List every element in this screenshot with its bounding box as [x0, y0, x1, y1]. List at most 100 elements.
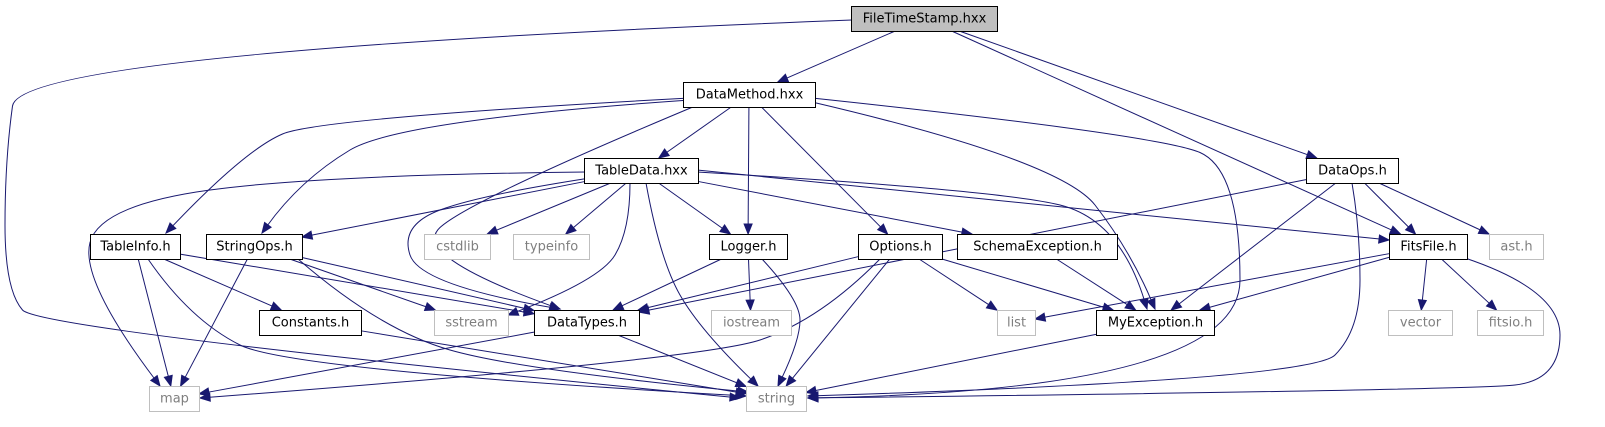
node-logger[interactable]: Logger.h [709, 234, 788, 260]
arrowhead-icon [777, 374, 787, 388]
node-filetimestamp[interactable]: FileTimeStamp.hxx [851, 6, 998, 32]
edge-line [696, 169, 1382, 240]
arrowhead-icon [719, 224, 732, 235]
arrowhead-icon [745, 299, 755, 312]
edge-line [266, 99, 691, 227]
arrowhead-icon [743, 223, 753, 236]
node-iostream: iostream [711, 310, 792, 336]
edge-line [88, 171, 587, 380]
node-label: Logger.h [721, 240, 777, 255]
arrowhead-icon [734, 378, 748, 387]
edge-line [1177, 182, 1337, 306]
node-box [1389, 234, 1468, 260]
edge-tabledata-to-typeinfo [564, 182, 627, 235]
node-label: string [758, 392, 795, 407]
edge-stringops-to-map [179, 258, 248, 388]
node-dataops[interactable]: DataOps.h [1306, 158, 1399, 184]
node-box [534, 310, 640, 336]
node-label: FileTimeStamp.hxx [863, 12, 987, 27]
edge-tabledata-to-stringops [300, 181, 585, 240]
node-box [1388, 310, 1453, 336]
edge-line [1207, 256, 1390, 309]
edge-datamethod-to-datatypes [434, 103, 701, 310]
edge-tabledata-to-logger [658, 182, 732, 235]
arrowhead-icon [1305, 150, 1319, 159]
edge-line [959, 30, 1310, 156]
node-datatypes[interactable]: DataTypes.h [534, 310, 640, 336]
edge-tabledata-to-map [88, 171, 587, 388]
edge-options-to-datatypes [636, 256, 859, 313]
arrowhead-icon [636, 302, 650, 313]
node-label: Options.h [869, 240, 932, 255]
edge-line [951, 30, 1394, 232]
node-sstream: sstream [434, 310, 509, 336]
edge-tabledata-to-schemaexception [697, 180, 974, 237]
edge-filetimestamp-to-string [4, 19, 853, 402]
node-box [746, 386, 807, 412]
edge-tabledata-to-fitsfile [696, 169, 1391, 244]
node-label: list [1007, 316, 1026, 331]
edge-line [747, 258, 751, 303]
edge-line [297, 258, 741, 392]
edge-line [918, 258, 991, 307]
edge-line [1441, 258, 1491, 305]
node-label: MyException.h [1108, 316, 1203, 331]
node-tabledata[interactable]: TableData.hxx [584, 158, 699, 184]
arrowhead-icon [1404, 223, 1417, 235]
node-label: cstdlib [436, 240, 479, 255]
node-tableinfo[interactable]: TableInfo.h [90, 234, 181, 260]
node-label: iostream [723, 316, 780, 331]
node-stringops[interactable]: StringOps.h [206, 234, 303, 260]
node-label: sstream [445, 316, 497, 331]
arrowhead-icon [1485, 299, 1498, 311]
node-box [851, 6, 998, 32]
edge-stringops-to-string [297, 258, 750, 396]
arrowhead-icon [1378, 234, 1391, 244]
edge-line [1056, 258, 1130, 307]
arrowhead-icon [149, 374, 161, 388]
edge-line [309, 181, 585, 237]
node-datamethod[interactable]: DataMethod.hxx [683, 82, 816, 108]
node-map: map [149, 386, 200, 412]
node-list: list [997, 310, 1036, 336]
edge-line [645, 256, 859, 309]
node-string: string [746, 386, 807, 412]
edge-line [360, 330, 739, 393]
edge-line [811, 97, 1241, 399]
node-label: DataTypes.h [547, 316, 627, 331]
edge-line [207, 258, 881, 398]
arrowhead-icon [611, 301, 625, 311]
node-box [434, 310, 509, 336]
edge-line [697, 180, 965, 233]
edge-datamethod-to-options [761, 106, 889, 235]
arrowhead-icon [486, 225, 499, 235]
arrowhead-icon [1170, 299, 1183, 311]
node-box [206, 234, 303, 260]
node-constants[interactable]: Constants.h [259, 310, 362, 336]
arrowhead-icon [564, 223, 577, 235]
node-box [711, 310, 792, 336]
arrowhead-icon [734, 387, 748, 397]
edge-options-to-string [785, 258, 891, 388]
edge-tableinfo-to-constants [163, 258, 283, 311]
node-schemaexception[interactable]: SchemaException.h [957, 234, 1118, 260]
node-label: DataMethod.hxx [696, 88, 804, 103]
edge-line [137, 258, 170, 379]
edge-dataops-to-fitsfile [1364, 182, 1417, 235]
edge-line [811, 101, 1153, 302]
node-options[interactable]: Options.h [858, 234, 943, 260]
node-box [709, 234, 788, 260]
edge-line [658, 182, 725, 230]
edge-line [1042, 253, 1390, 319]
edge-tableinfo-to-datatypes [179, 253, 536, 317]
edge-line [301, 256, 527, 310]
edge-line [761, 106, 883, 229]
edge-line [620, 258, 722, 308]
arrowhead-icon [1417, 299, 1428, 312]
edge-fitsfile-to-string [806, 257, 1561, 403]
node-fitsfile[interactable]: FitsFile.h [1389, 234, 1468, 260]
edge-fitsfile-to-fitsio [1441, 258, 1498, 311]
edge-line [206, 331, 535, 393]
node-myexception[interactable]: MyException.h [1096, 310, 1215, 336]
node-asth: ast.h [1489, 234, 1544, 260]
